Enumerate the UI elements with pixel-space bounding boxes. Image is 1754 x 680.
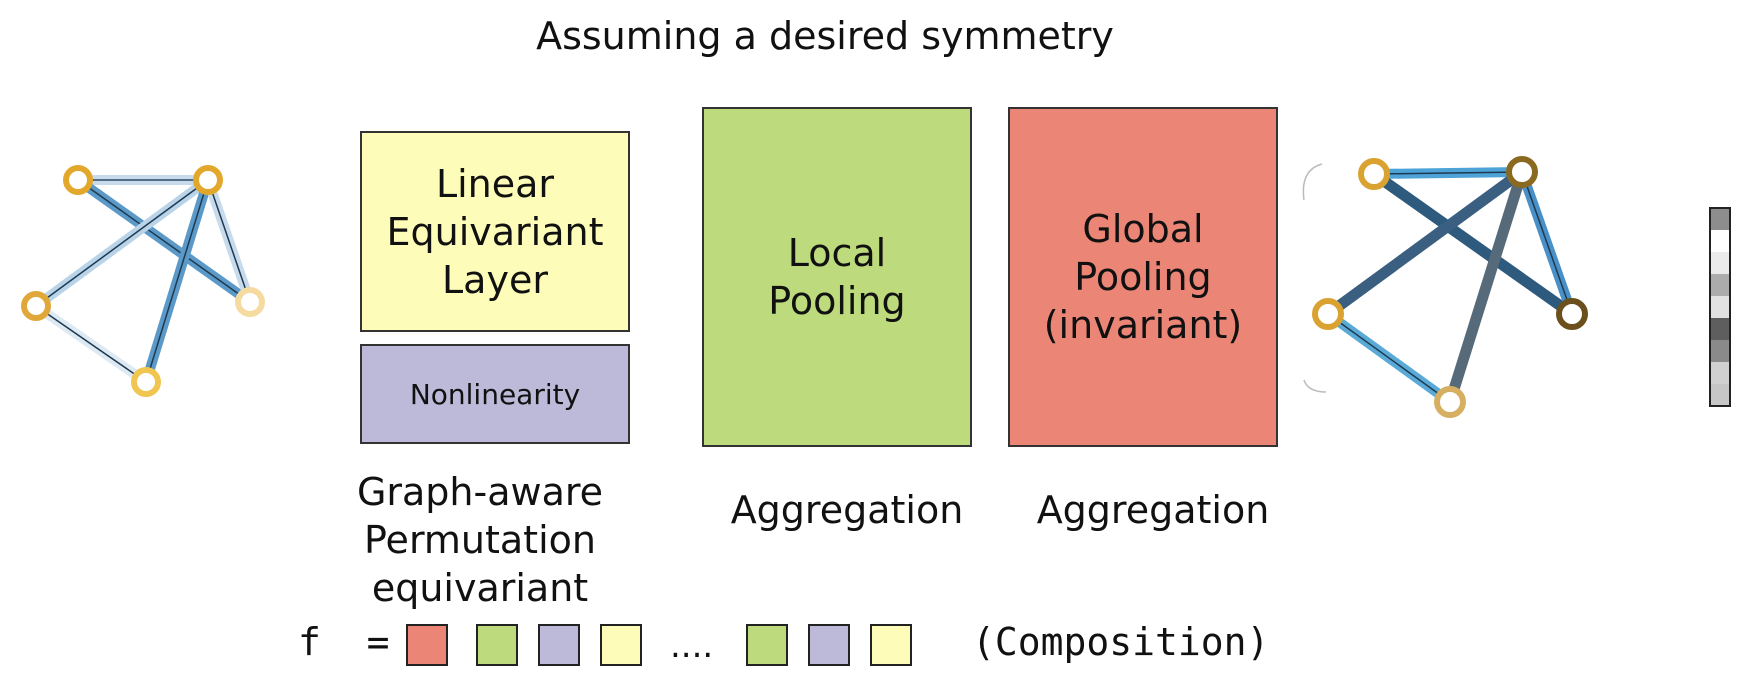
nonlinearity-block: Nonlinearity — [360, 344, 630, 444]
local-pooling-label: Local Pooling — [768, 231, 906, 323]
local-aggregation-caption: Aggregation — [730, 488, 964, 532]
global-pooling-block: Global Pooling (invariant) — [1008, 107, 1278, 447]
composition-label: (Composition) — [972, 620, 1270, 664]
nonlinearity-label: Nonlinearity — [409, 377, 581, 411]
composition-dots: .... — [670, 626, 714, 666]
composition-square-purple — [808, 624, 850, 666]
input-graph-icon — [21, 165, 265, 397]
linear-equivariant-layer-block: Linear Equivariant Layer — [360, 131, 630, 332]
global-pooling-label: Global Pooling (invariant) — [1043, 207, 1243, 347]
composition-square-red — [406, 624, 448, 666]
linear-equivariant-layer-label: Linear Equivariant Layer — [386, 161, 604, 302]
composition-square-purple — [538, 624, 580, 666]
output-graph-icon — [1302, 156, 1588, 418]
global-aggregation-caption: Aggregation — [1036, 488, 1270, 532]
composition-square-yellow — [870, 624, 912, 666]
composition-square-yellow — [600, 624, 642, 666]
composition-square-green — [746, 624, 788, 666]
graph-aware-caption: Graph-aware Permutation equivariant — [356, 470, 604, 610]
output-vector-icon — [1709, 207, 1731, 407]
composition-square-green — [476, 624, 518, 666]
f-equals-label: f = — [298, 620, 390, 664]
diagram-title: Assuming a desired symmetry — [536, 14, 1114, 58]
local-pooling-block: Local Pooling — [702, 107, 972, 447]
